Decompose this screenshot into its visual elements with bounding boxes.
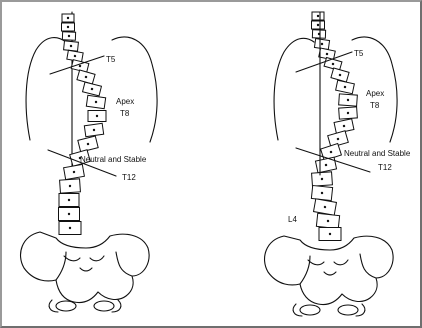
right-vertebra-10 — [339, 107, 358, 119]
right-label-t5: T5 — [354, 49, 364, 58]
left-vertebra-1 — [62, 14, 74, 22]
left-vertebra-8 — [83, 82, 102, 96]
right-vertebra-16 — [311, 185, 332, 200]
left-vertebra-3 — [62, 32, 75, 40]
left-label-t8: T8 — [120, 109, 130, 118]
right-label-t12: T12 — [378, 163, 392, 172]
right-vertebra-8 — [336, 80, 355, 93]
left-ribcage-outline-right — [112, 37, 157, 142]
left-pedicle-dot-1 — [67, 17, 69, 19]
left-vertebra-17 — [59, 208, 80, 221]
right-label-apex: Apex — [366, 89, 384, 98]
right-ribcage-outline — [274, 38, 314, 140]
left-vertebra-15 — [60, 179, 81, 193]
right-spine — [311, 12, 357, 241]
left-label-apex: Apex — [116, 97, 134, 106]
left-vertebra-14 — [64, 164, 85, 179]
left-vertebra-10 — [88, 111, 106, 122]
right-vertebra-1 — [312, 12, 324, 20]
right-vertebra-17 — [314, 199, 337, 215]
right-vertebra-14 — [315, 157, 336, 173]
left-vertebra-18 — [59, 222, 81, 235]
right-label-l4: L4 — [288, 215, 297, 224]
left-vertebra-9 — [86, 95, 105, 108]
right-label-t8: T8 — [370, 101, 380, 110]
left-vertebra-11 — [84, 123, 103, 136]
right-pedicle-dot-19 — [329, 233, 331, 235]
left-label-t5: T5 — [106, 55, 116, 64]
left-pedicle-dot-2 — [67, 26, 69, 28]
right-vertebra-7 — [331, 68, 349, 82]
left-pedicle-dot-18 — [69, 227, 71, 229]
right-pedicle-dot-2 — [317, 24, 319, 26]
right-vertebra-3 — [312, 30, 325, 38]
left-vertebra-12 — [78, 136, 98, 152]
left-pedicle-dot-10 — [96, 115, 98, 117]
right-vertebra-2 — [312, 21, 325, 29]
right-label-neutral: Neutral and Stable — [344, 149, 411, 158]
left-vertebra-16 — [59, 194, 79, 207]
left-spine — [59, 14, 107, 235]
right-vertebra-18 — [316, 213, 339, 228]
left-vertebra-4 — [64, 41, 79, 51]
left-pelvis — [21, 232, 150, 312]
right-pedicle-dot-1 — [317, 15, 319, 17]
right-vertebra-19 — [319, 228, 341, 241]
right-vertebra-4 — [314, 39, 329, 50]
left-label-neutral: Neutral and Stable — [80, 155, 147, 164]
left-ribcage-outline — [26, 38, 66, 140]
right-pelvis — [265, 236, 394, 316]
left-pedicle-dot-17 — [68, 213, 70, 215]
left-label-t12: T12 — [122, 173, 136, 182]
left-vertebra-2 — [62, 23, 75, 31]
right-vertebra-9 — [339, 94, 358, 106]
right-vertebra-6 — [324, 57, 342, 70]
left-pedicle-dot-16 — [68, 199, 70, 201]
right-vertebra-15 — [312, 172, 333, 186]
